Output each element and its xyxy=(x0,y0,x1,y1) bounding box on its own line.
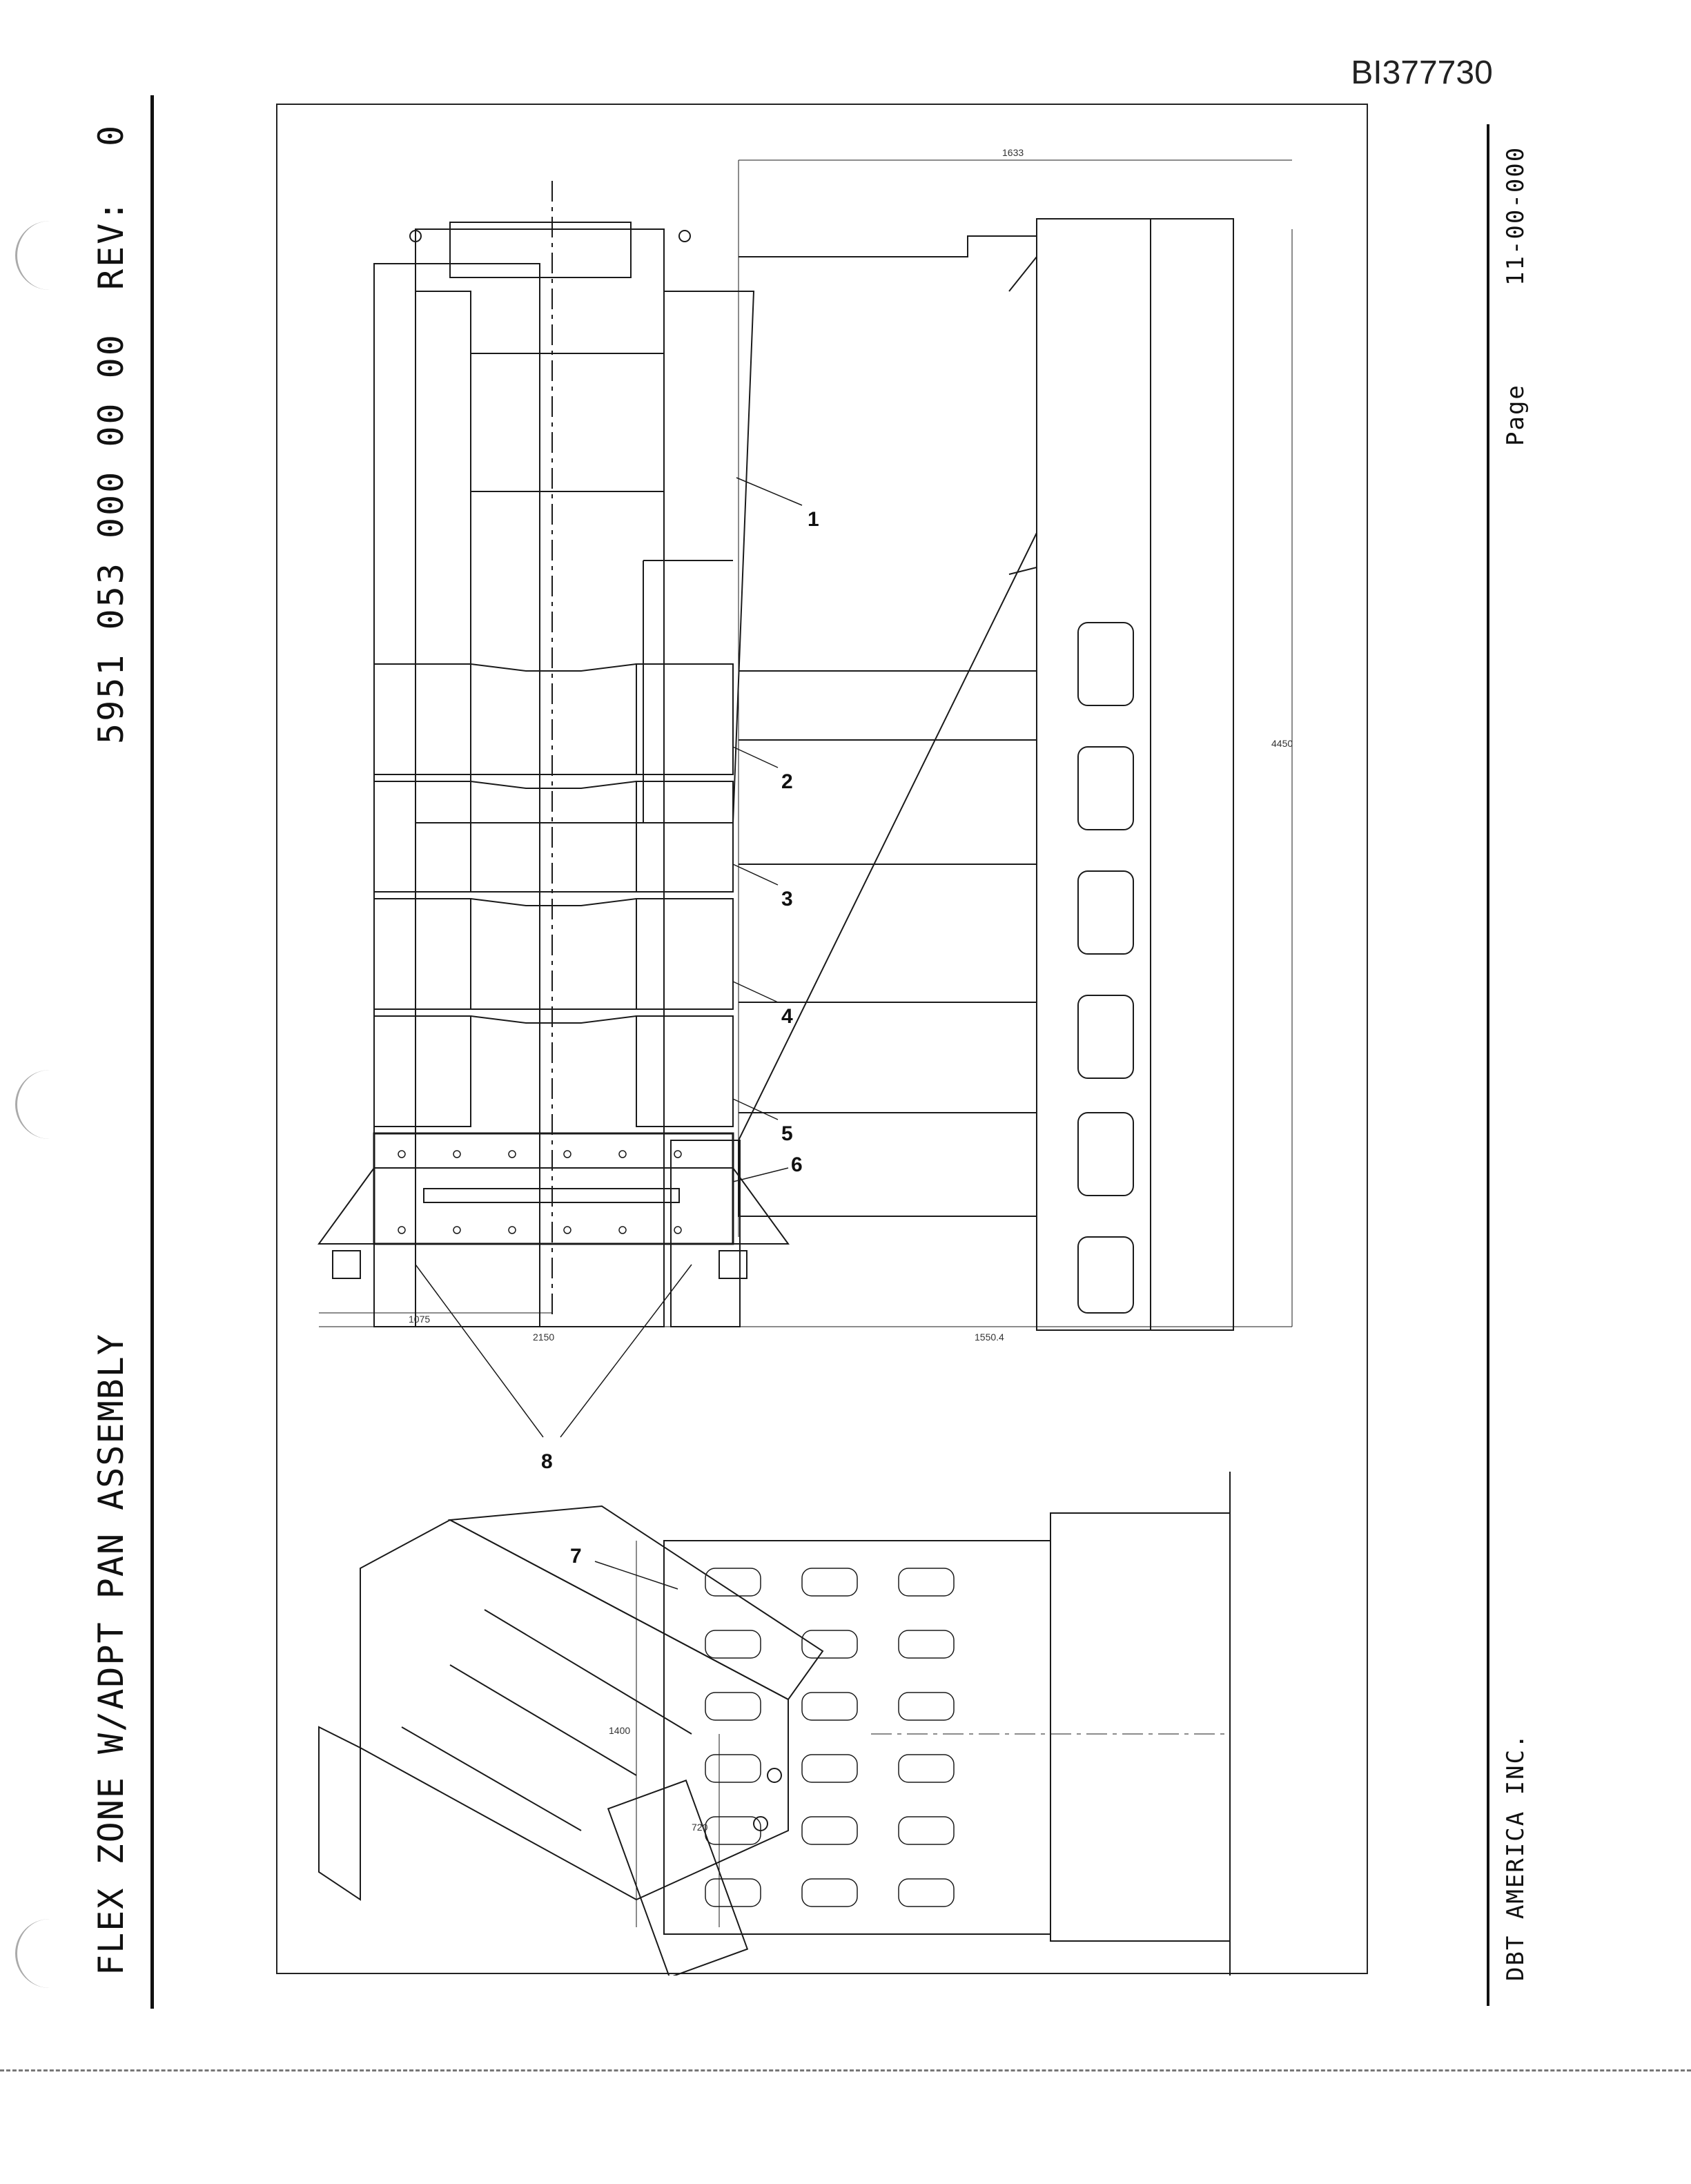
dimension-plan-inner: 1075 xyxy=(409,1314,430,1325)
callout-5: 5 xyxy=(781,1122,793,1145)
page-number: 11-00-000 xyxy=(1502,146,1529,286)
pan-section xyxy=(373,663,734,775)
isometric-view xyxy=(318,1505,824,1976)
callout-leaders xyxy=(415,477,803,1438)
pan-section xyxy=(373,1015,734,1134)
plan-view: 1075 2150 xyxy=(317,181,790,1343)
drawing-frame: 1075 2150 1 2 3 4 5 6 8 1633 xyxy=(276,104,1368,1976)
callout-4: 4 xyxy=(781,1005,793,1028)
callout-3: 3 xyxy=(781,888,793,910)
pan-section xyxy=(373,898,734,1010)
side-view: 1633 1550.4 4450 xyxy=(670,147,1293,1343)
document-id: BI377730 xyxy=(1351,55,1493,91)
end-view: 1400 720 7 xyxy=(570,1472,1231,1976)
page-fold-line xyxy=(0,2069,1691,2071)
drawing-title: FLEX ZONE W/ADPT PAN ASSEMBLY xyxy=(91,1333,131,1976)
dimension-end-height: 1400 xyxy=(609,1725,630,1736)
dimension-side-bottom: 1550.4 xyxy=(975,1332,1004,1343)
header-rule xyxy=(150,95,154,2009)
pan-section xyxy=(373,781,734,893)
callout-1: 1 xyxy=(808,508,819,531)
footer-rule xyxy=(1487,124,1489,2006)
part-number: 5951 053 000 00 00 xyxy=(91,333,131,744)
dimension-side-length: 4450 xyxy=(1271,738,1293,749)
chain-link-stack xyxy=(1077,622,1134,1314)
callout-8: 8 xyxy=(541,1450,553,1473)
binder-hole-mark xyxy=(15,1070,59,1139)
rev-label: REV: xyxy=(91,198,131,290)
binder-hole-mark xyxy=(15,1919,59,1988)
chain-link-grid xyxy=(705,1568,955,1907)
binder-hole-mark xyxy=(15,221,59,290)
technical-drawing: 1075 2150 1 2 3 4 5 6 8 1633 xyxy=(317,147,1293,1976)
callout-6: 6 xyxy=(791,1153,803,1176)
dimension-side-top: 1633 xyxy=(1002,147,1024,158)
callout-2: 2 xyxy=(781,770,793,793)
rev-value: 0 xyxy=(91,125,131,146)
dimension-plan-overall: 2150 xyxy=(533,1332,554,1343)
page-label: Page xyxy=(1502,384,1529,446)
dimension-end-half: 720 xyxy=(692,1822,708,1833)
company-name: DBT AMERICA INC. xyxy=(1502,1733,1529,1981)
callout-7: 7 xyxy=(570,1545,582,1568)
